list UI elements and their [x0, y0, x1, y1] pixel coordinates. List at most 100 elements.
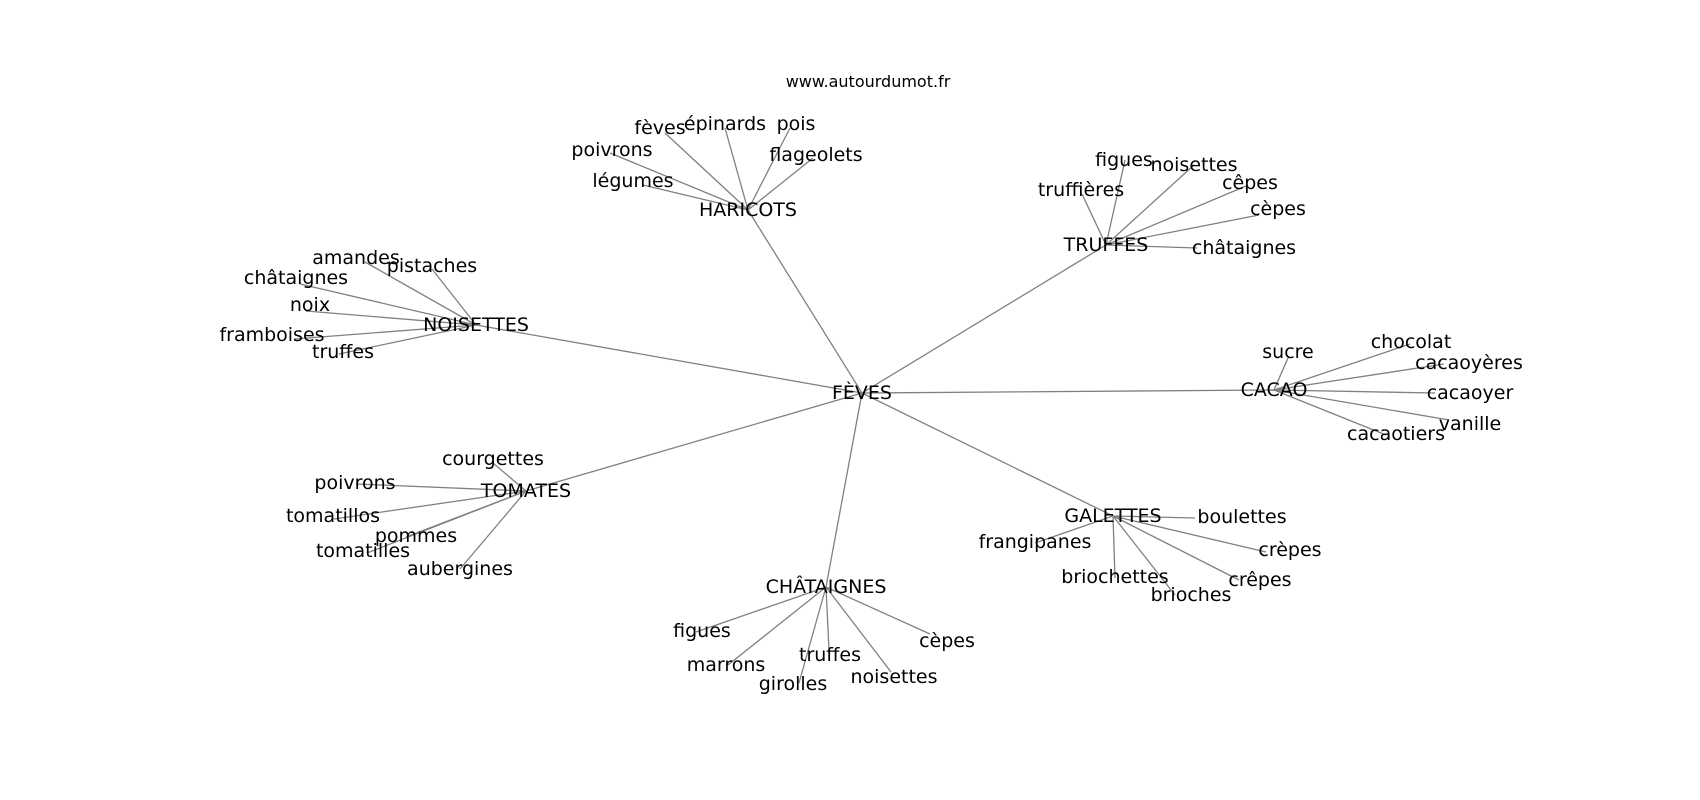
leaf-node-tomates-aubergines: aubergines [407, 558, 513, 580]
edge-galettes-briochettes [1112, 515, 1116, 579]
leaf-node-cacao-cacaoyer: cacaoyer [1427, 382, 1514, 404]
leaf-node-haricots-legumes: légumes [592, 170, 673, 192]
edge-truffes-figues [1105, 159, 1126, 246]
edge-chataignes-marrons [727, 586, 827, 666]
edge-truffes-chataignes [1105, 244, 1198, 249]
leaf-node-haricots-poivrons: poivrons [571, 139, 652, 161]
edge-noisettes-chataignes [299, 283, 477, 326]
leaf-node-chataignes-marrons: marrons [687, 654, 766, 676]
edge-haricots-flageolets [747, 157, 814, 211]
edge-tomates-poivrons [355, 483, 527, 492]
leaf-node-haricots-pois: pois [777, 113, 816, 135]
leaf-node-chataignes-cepes: cèpes [919, 630, 975, 652]
leaf-node-cacao-cacaoyeres: cacaoyères [1415, 352, 1523, 374]
hub-node-tomates: TOMATES [480, 480, 571, 502]
edge-noisettes-pistaches [431, 268, 477, 326]
edge-tomates-courgettes [492, 462, 527, 492]
edge-truffes-truffieres [1081, 193, 1107, 246]
leaf-node-tomates-tomatilles: tomatilles [316, 540, 410, 562]
edge-chataignes-truffes [825, 586, 830, 651]
hub-node-haricots: HARICOTS [699, 199, 797, 221]
root-node-label: FÈVES [832, 381, 892, 404]
leaf-node-cacao-cacaotiers: cacaotiers [1347, 423, 1445, 445]
edge-tomates-tomatilles [366, 490, 527, 554]
leaf-node-noisettes-noix: noix [290, 294, 330, 316]
edge-haricots-pois [747, 127, 791, 211]
leaf-node-noisettes-chataignes: châtaignes [244, 267, 348, 289]
leaf-node-tomates-tomatillos: tomatillos [286, 505, 380, 527]
leaf-node-chataignes-girolles: girolles [759, 673, 828, 695]
leaf-node-truffes-cepes: cêpes [1222, 172, 1278, 194]
edge-haricots-legumes [642, 184, 749, 211]
leaf-node-cacao-vanille: vanille [1439, 413, 1501, 435]
edge-root-chataignes [825, 392, 863, 588]
leaf-node-haricots-flageolets: flageolets [769, 144, 862, 166]
edge-chataignes-cepes [825, 586, 931, 635]
leaf-node-noisettes-pistaches: pistaches [387, 255, 477, 277]
edge-root-noisettes [475, 324, 863, 394]
edge-tomates-aubergines [459, 490, 527, 570]
hub-node-chataignes: CHÂTAIGNES [766, 575, 887, 598]
leaf-node-truffes-chataignes: châtaignes [1192, 237, 1296, 259]
leaf-node-truffes-noisettes: noisettes [1150, 154, 1237, 176]
edge-root-truffes [861, 244, 1107, 394]
leaf-node-truffes-figues: figues [1095, 149, 1153, 171]
leaf-node-cacao-chocolat: chocolat [1371, 331, 1452, 353]
edge-galettes-crepes [1112, 515, 1240, 581]
leaf-node-galettes-crepes: crèpes [1258, 539, 1321, 561]
edge-cacao-sucre [1273, 357, 1289, 391]
hub-node-cacao: CACAO [1241, 379, 1308, 401]
leaf-node-haricots-epinards: épinards [684, 113, 766, 135]
leaf-node-truffes-truffieres: truffières [1038, 179, 1124, 201]
leaf-node-chataignes-truffes: truffes [799, 644, 861, 666]
leaf-node-noisettes-amandes: amandes [312, 247, 400, 269]
leaf-node-galettes-crepes: crêpes [1228, 569, 1291, 591]
edge-galettes-frangipanes [1034, 515, 1114, 544]
edge-haricots-epinards [724, 127, 749, 211]
edge-cacao-vanille [1273, 389, 1450, 421]
edge-galettes-brioches [1112, 515, 1176, 596]
edge-galettes-crepes [1112, 515, 1267, 553]
leaf-node-chataignes-noisettes: noisettes [850, 666, 937, 688]
leaf-node-galettes-frangipanes: frangipanes [979, 531, 1092, 553]
edge-haricots-feves [664, 132, 749, 211]
leaf-node-galettes-boulettes: boulettes [1197, 506, 1286, 528]
edge-cacao-cacaoyer [1273, 389, 1436, 394]
edge-root-tomates [525, 392, 863, 492]
hub-node-noisettes: NOISETTES [423, 314, 529, 336]
edge-root-galettes [861, 392, 1114, 517]
leaf-node-tomates-poivrons: poivrons [314, 472, 395, 494]
leaf-node-noisettes-truffes: truffes [312, 341, 374, 363]
edge-truffes-cepes [1105, 185, 1247, 246]
edge-truffes-cepes [1105, 214, 1260, 246]
edge-truffes-noisettes [1105, 164, 1195, 246]
leaf-node-chataignes-figues: figues [673, 620, 731, 642]
edge-galettes-boulettes [1112, 515, 1196, 519]
edge-noisettes-noix [305, 310, 477, 326]
edge-noisettes-truffes [338, 324, 477, 355]
leaf-node-noisettes-framboises: framboises [219, 324, 324, 346]
leaf-node-galettes-briochettes: briochettes [1061, 566, 1168, 588]
leaf-node-cacao-sucre: sucre [1262, 341, 1313, 363]
leaf-node-tomates-pommes: pommes [375, 525, 457, 547]
leaf-node-galettes-brioches: brioches [1151, 584, 1232, 606]
edge-noisettes-framboises [293, 324, 477, 340]
edge-root-haricots [747, 209, 863, 394]
leaf-node-haricots-feves: fèves [634, 117, 685, 139]
edge-chataignes-figues [695, 586, 827, 633]
hub-node-galettes: GALETTES [1064, 505, 1161, 527]
edge-tomates-tomatillos [333, 490, 527, 520]
edge-chataignes-noisettes [825, 586, 892, 673]
edge-root-cacao [861, 389, 1275, 394]
edge-haricots-poivrons [609, 152, 749, 211]
hub-node-truffes: TRUFFES [1063, 234, 1149, 256]
edge-noisettes-amandes [364, 261, 477, 326]
edge-cacao-cacaotiers [1273, 389, 1387, 436]
source-credit: www.autourdumot.fr [786, 72, 951, 91]
leaf-node-tomates-courgettes: courgettes [442, 448, 544, 470]
edge-chataignes-girolles [798, 586, 827, 684]
edge-cacao-chocolat [1273, 343, 1411, 391]
edge-cacao-cacaoyeres [1273, 363, 1445, 391]
